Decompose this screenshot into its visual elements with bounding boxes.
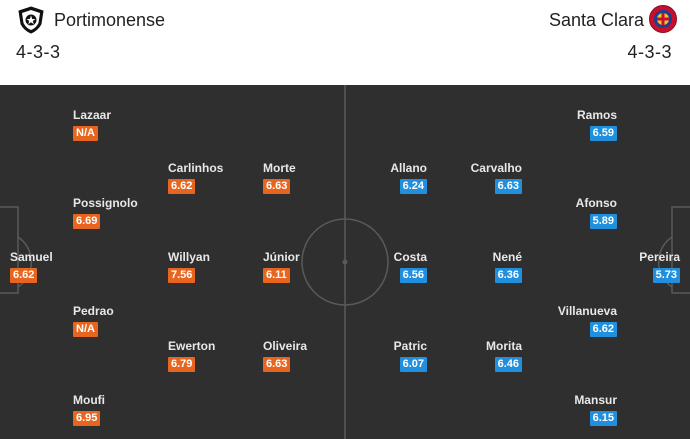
away-player-pereira[interactable]: Pereira 5.73 xyxy=(560,250,680,290)
player-rating: 6.95 xyxy=(73,411,101,426)
away-formation: 4-3-3 xyxy=(627,42,672,62)
home-team-name[interactable]: Portimonense xyxy=(54,10,166,30)
player-rating: 6.46 xyxy=(494,357,522,372)
player-rating: 6.15 xyxy=(589,411,617,426)
away-player-morita[interactable]: Morita 6.46 xyxy=(402,339,522,379)
away-player-mansur[interactable]: Mansur 6.15 xyxy=(497,393,617,433)
away-player-costa[interactable]: Costa 6.56 xyxy=(307,250,427,290)
player-rating: 7.56 xyxy=(168,268,196,283)
away-player-allano[interactable]: Allano 6.24 xyxy=(307,161,427,201)
home-player-lazaar[interactable]: Lazaar N/A xyxy=(73,108,193,148)
home-formation: 4-3-3 xyxy=(16,42,61,62)
portimonense-crest-icon xyxy=(16,5,46,35)
player-rating: 6.11 xyxy=(263,268,290,283)
player-name: Possignolo xyxy=(73,196,138,210)
player-rating: 6.69 xyxy=(73,214,101,229)
home-player-junior[interactable]: Júnior 6.11 xyxy=(263,250,383,290)
player-name: Lazaar xyxy=(73,108,112,122)
lineup-header: Portimonense 4-3-3 Santa Clara 4-3-3 xyxy=(0,0,690,78)
player-rating: 6.36 xyxy=(494,268,522,283)
player-rating: 6.63 xyxy=(263,179,291,194)
player-rating: 6.59 xyxy=(589,126,617,141)
player-rating: 6.63 xyxy=(263,357,291,372)
home-player-ewerton[interactable]: Ewerton 6.79 xyxy=(168,339,288,379)
player-rating: 6.79 xyxy=(168,357,196,372)
away-player-ramos[interactable]: Ramos 6.59 xyxy=(497,108,617,148)
player-name: Ewerton xyxy=(168,339,216,353)
player-name: Mansur xyxy=(574,393,617,407)
away-player-nene[interactable]: Nené 6.36 xyxy=(402,250,522,290)
home-player-oliveira[interactable]: Oliveira 6.63 xyxy=(263,339,383,379)
away-player-villanueva[interactable]: Villanueva 6.62 xyxy=(497,304,617,344)
player-rating: 6.24 xyxy=(399,179,427,194)
player-name: Villanueva xyxy=(557,304,617,318)
home-player-morte[interactable]: Morte 6.63 xyxy=(263,161,383,201)
player-rating: 6.62 xyxy=(168,179,196,194)
player-rating: N/A xyxy=(73,126,98,141)
player-name: Afonso xyxy=(575,196,617,210)
away-team-name[interactable]: Santa Clara xyxy=(548,10,644,30)
player-name: Allano xyxy=(390,161,427,175)
player-name: Oliveira xyxy=(263,339,308,353)
player-name: Moufi xyxy=(73,393,105,407)
player-name: Samuel xyxy=(10,250,53,264)
home-player-samuel[interactable]: Samuel 6.62 xyxy=(10,250,130,290)
player-rating: 6.63 xyxy=(494,179,522,194)
player-name: Carlinhos xyxy=(168,161,224,175)
away-player-patric[interactable]: Patric 6.07 xyxy=(307,339,427,379)
player-rating: 5.73 xyxy=(652,268,680,283)
player-rating: N/A xyxy=(73,322,98,337)
player-name: Pereira xyxy=(639,250,680,264)
player-name: Morita xyxy=(486,339,522,353)
santa-clara-crest-icon xyxy=(648,4,678,34)
home-player-willyan[interactable]: Willyan 7.56 xyxy=(168,250,288,290)
away-player-afonso[interactable]: Afonso 5.89 xyxy=(497,196,617,236)
player-name: Willyan xyxy=(168,250,210,264)
player-name: Morte xyxy=(263,161,296,175)
player-name: Júnior xyxy=(263,250,300,264)
pitch: Lazaar N/A Carlinhos 6.62 Morte 6.63 Pos… xyxy=(0,85,690,439)
away-player-carvalho[interactable]: Carvalho 6.63 xyxy=(402,161,522,201)
home-player-moufi[interactable]: Moufi 6.95 xyxy=(73,393,193,433)
player-rating: 6.62 xyxy=(10,268,38,283)
player-name: Pedrao xyxy=(73,304,114,318)
home-player-possignolo[interactable]: Possignolo 6.69 xyxy=(73,196,193,236)
player-rating: 6.07 xyxy=(399,357,427,372)
player-name: Carvalho xyxy=(470,161,522,175)
player-rating: 6.56 xyxy=(399,268,427,283)
home-player-pedrao[interactable]: Pedrao N/A xyxy=(73,304,193,344)
player-name: Ramos xyxy=(576,108,617,122)
player-rating: 6.62 xyxy=(589,322,617,337)
player-name: Costa xyxy=(393,250,427,264)
player-name: Patric xyxy=(393,339,427,353)
player-name: Nené xyxy=(492,250,522,264)
home-player-carlinhos[interactable]: Carlinhos 6.62 xyxy=(168,161,288,201)
player-rating: 5.89 xyxy=(589,214,617,229)
